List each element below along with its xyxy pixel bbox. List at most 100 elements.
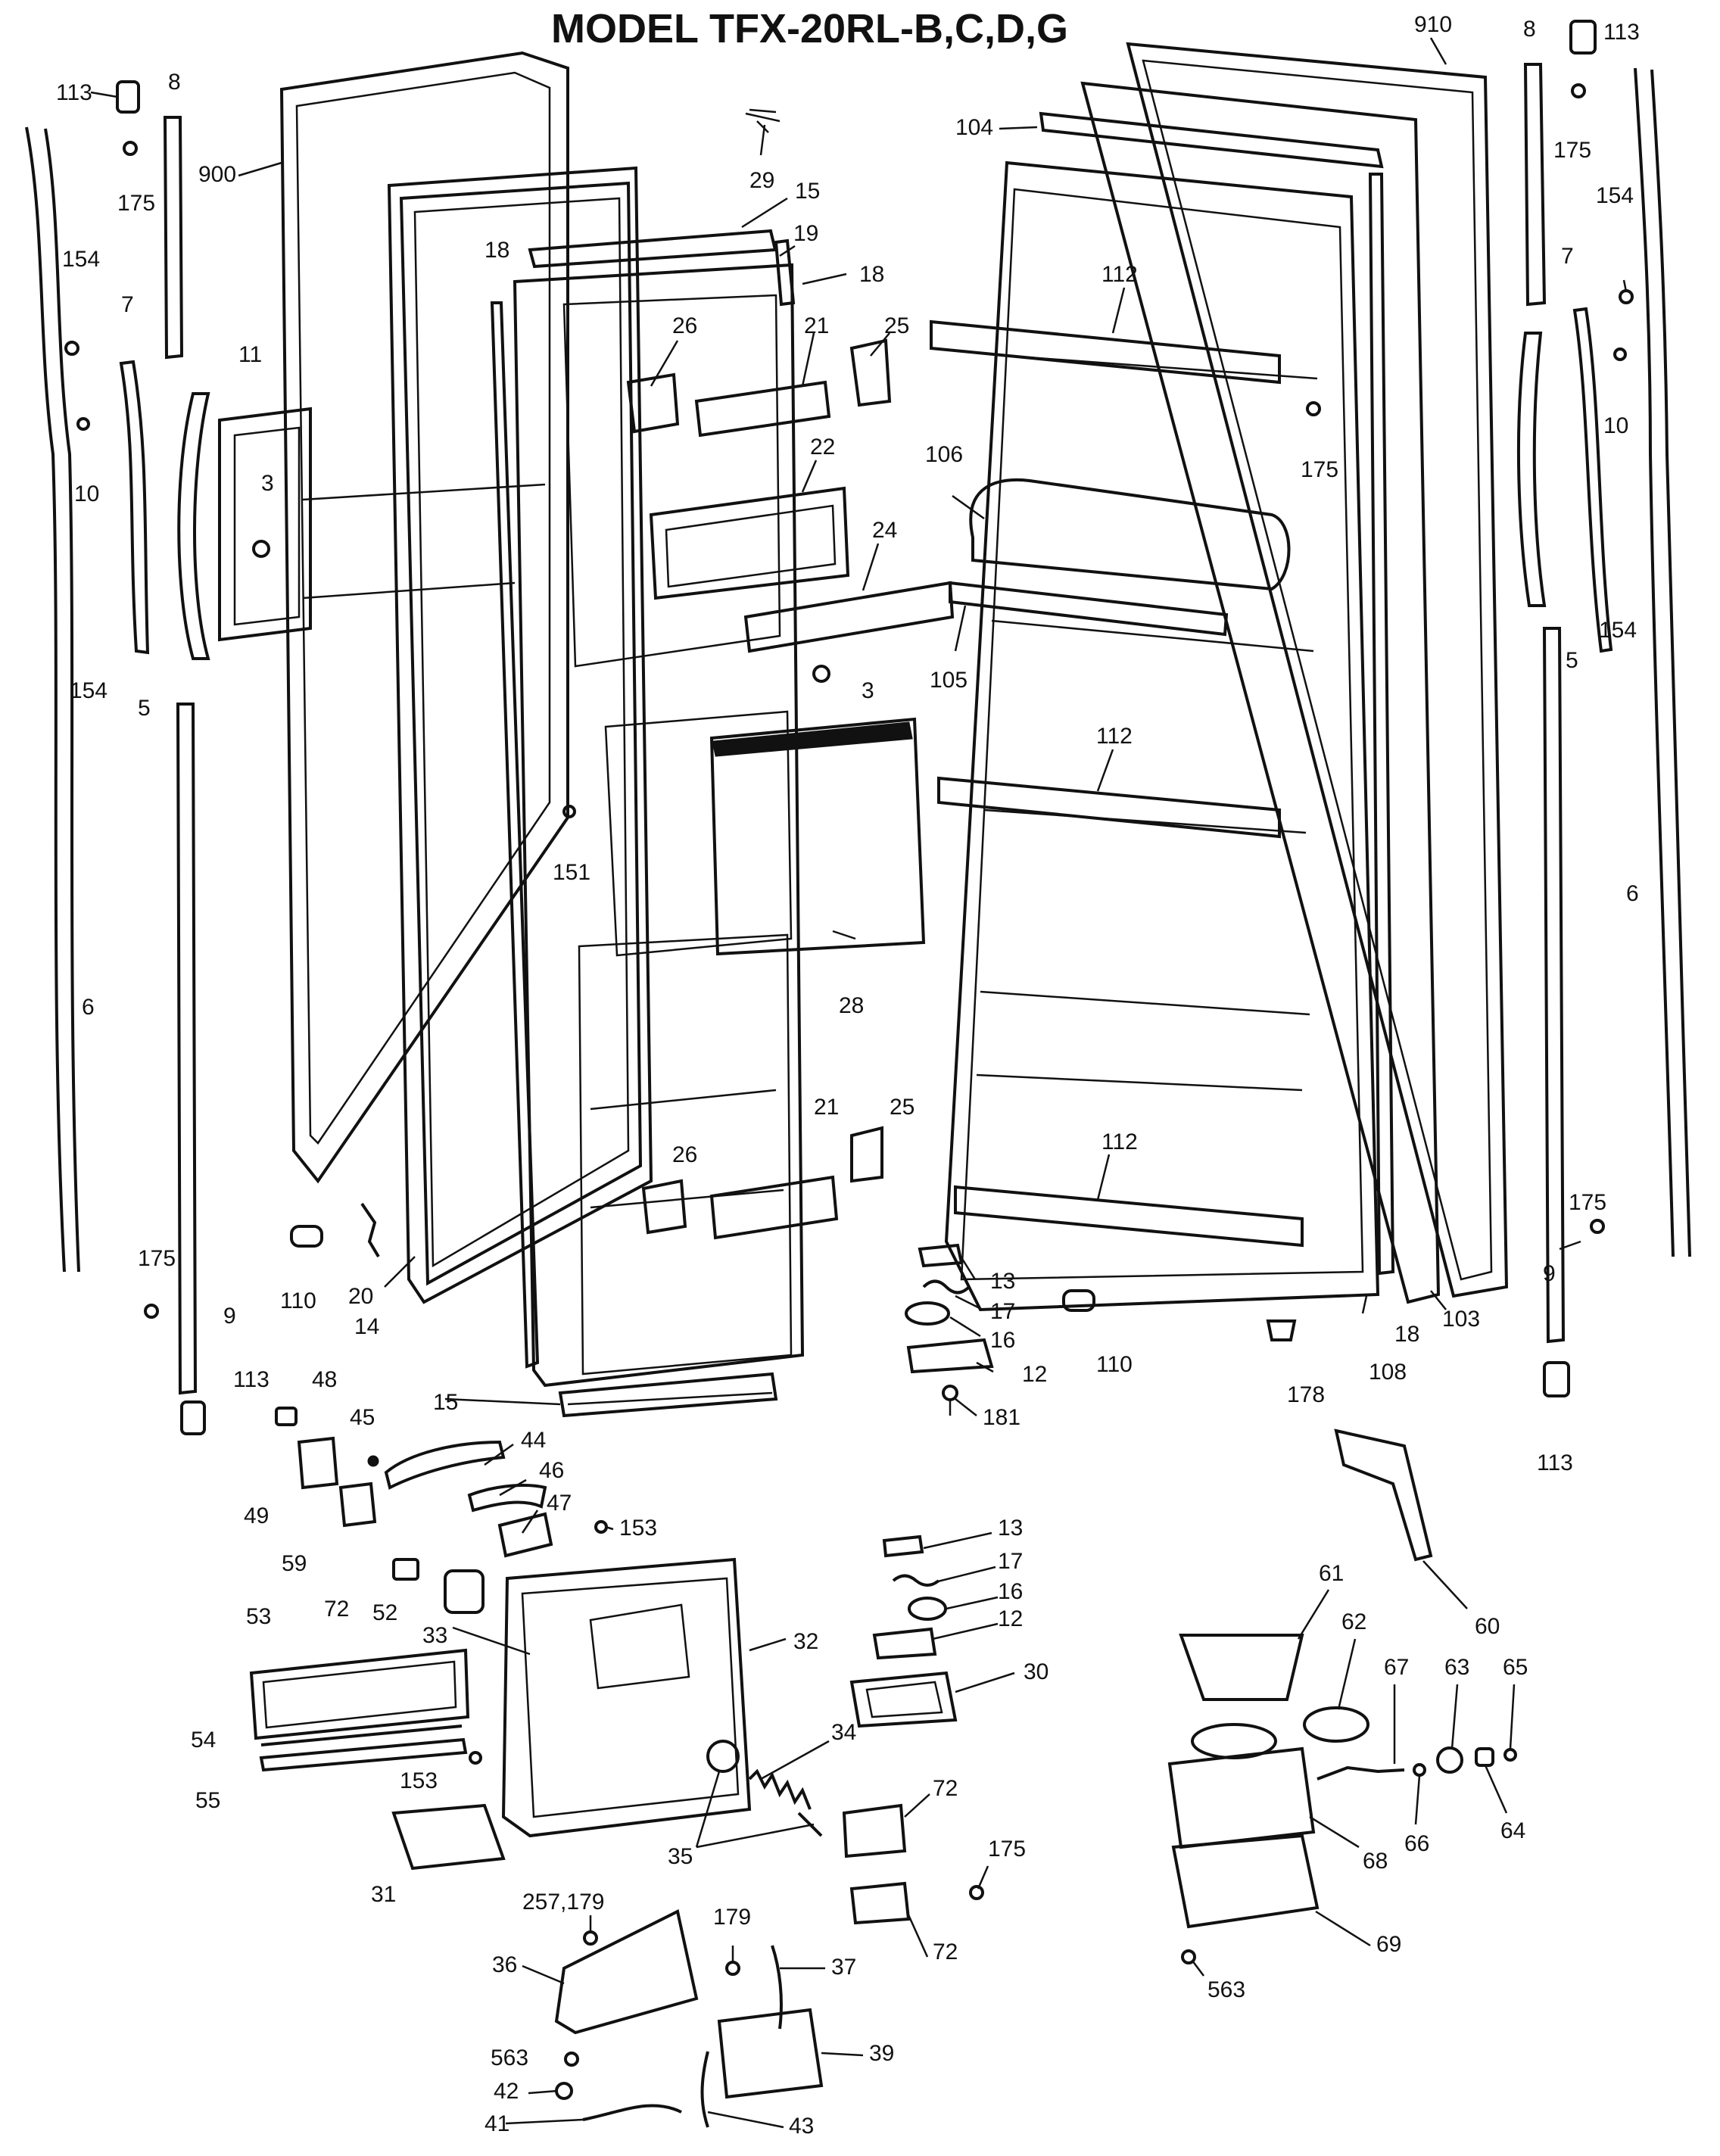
screw-175-left-top: [123, 141, 138, 156]
shelf-bracket-25-lower: [850, 1126, 883, 1183]
callout-18-mid: 18: [859, 262, 884, 287]
callout-110-right: 110: [1096, 1352, 1133, 1377]
shelf-bracket-25-upper: [849, 338, 892, 407]
callout-9-left: 9: [223, 1304, 236, 1329]
callout-46: 46: [539, 1458, 564, 1483]
callout-25-upper: 25: [884, 313, 909, 338]
wire-37: [771, 1945, 783, 2030]
handle-trim-6-right: [1634, 67, 1691, 1257]
handle-5-left: [177, 392, 210, 660]
handle-trim-9-left: [176, 703, 198, 1395]
bracket-11: [218, 407, 312, 642]
screw-154-right: [1619, 289, 1634, 304]
callout-5-left: 5: [138, 696, 151, 721]
callout-72-lower: 72: [933, 1939, 958, 1964]
motor-63: [1436, 1746, 1463, 1774]
callout-178: 178: [1287, 1382, 1325, 1407]
door-cover-28: [709, 717, 926, 956]
harness-41: [582, 2104, 682, 2121]
callout-15-bottom: 15: [433, 1390, 458, 1415]
callout-175-center: 175: [1301, 457, 1338, 482]
screw-175-right-top: [1571, 83, 1586, 98]
dispenser-strip-55: [259, 1737, 468, 1772]
callout-63: 63: [1444, 1655, 1469, 1680]
callout-112-middle: 112: [1096, 724, 1133, 749]
callout-12-upper: 12: [1022, 1362, 1047, 1387]
dispenser-panel-22: [649, 486, 850, 600]
bezel-30: [849, 1671, 958, 1728]
liner-strip-104: [1039, 111, 1384, 169]
bin-trim-105: [949, 581, 1229, 637]
bumper-110-left: [290, 1225, 323, 1248]
callout-7-left: 7: [121, 292, 134, 317]
handle-trim-8-right: [1523, 63, 1547, 307]
callout-62: 62: [1341, 1609, 1366, 1634]
callout-8-right: 8: [1523, 17, 1536, 42]
callout-30: 30: [1024, 1659, 1049, 1684]
screw-151: [562, 805, 576, 818]
callout-113-bottom-right: 113: [1537, 1450, 1573, 1475]
callout-20: 20: [348, 1284, 373, 1309]
bottom-trim-15: [558, 1372, 778, 1418]
callout-154-right-bottom: 154: [1599, 618, 1637, 643]
callout-15-top: 15: [795, 179, 820, 204]
hinge-parts-13-17-16-12-lower: [872, 1534, 947, 1660]
callout-153-lower: 153: [400, 1768, 438, 1793]
callout-9-right: 9: [1543, 1261, 1556, 1286]
callout-68: 68: [1363, 1849, 1388, 1874]
screw-45: [367, 1455, 379, 1467]
callout-175-right-bottom: 175: [1569, 1190, 1606, 1215]
screw-175-left-bottom: [144, 1304, 159, 1319]
callout-154-left-bottom: 154: [70, 678, 108, 703]
callout-910: 910: [1414, 12, 1452, 37]
plate-59: [338, 1481, 377, 1528]
callout-108: 108: [1369, 1360, 1407, 1385]
callout-113-bottom-left: 113: [233, 1367, 270, 1392]
rod-67: [1316, 1765, 1405, 1781]
callout-3-lower: 3: [862, 678, 874, 703]
cover-47: [497, 1512, 553, 1558]
bin-106: [969, 478, 1291, 591]
dispenser-trim-24: [743, 581, 955, 653]
callout-28: 28: [839, 993, 864, 1018]
callout-6-right: 6: [1626, 881, 1639, 906]
washer-66: [1413, 1763, 1426, 1777]
screw-563-right: [1181, 1949, 1196, 1964]
bracket-60: [1334, 1429, 1433, 1562]
callout-900: 900: [198, 162, 236, 187]
dispenser-frame-53: [249, 1648, 470, 1740]
callout-54: 54: [191, 1728, 216, 1753]
handle-5-right: [1516, 332, 1547, 607]
lever-44: [384, 1440, 506, 1490]
callout-113-top-left: 113: [56, 80, 92, 105]
leader-lines: [90, 37, 1628, 2129]
callout-175-left-top: 175: [117, 191, 155, 216]
callout-53: 53: [246, 1604, 271, 1629]
diagram-title: MODEL TFX-20RL-B,C,D,G: [551, 6, 1068, 51]
callout-153-upper: 153: [619, 1516, 657, 1541]
callout-64: 64: [1500, 1818, 1525, 1843]
callout-175-lower: 175: [988, 1837, 1026, 1862]
callout-52: 52: [372, 1600, 397, 1625]
callout-17-lower: 17: [998, 1549, 1023, 1574]
callout-60: 60: [1475, 1614, 1500, 1639]
shelf-bar-112-middle: [937, 776, 1281, 839]
callout-10-left: 10: [74, 481, 99, 506]
screw-175-right-bottom: [1590, 1219, 1605, 1234]
callout-72-middle: 72: [933, 1776, 958, 1801]
switch-72-lower: [849, 1881, 911, 1925]
callout-34: 34: [831, 1720, 856, 1745]
callout-25-lower: 25: [890, 1095, 915, 1120]
callout-5-right: 5: [1566, 648, 1578, 673]
dispenser-housing-32: [501, 1557, 752, 1838]
callout-563-left: 563: [491, 2045, 528, 2070]
callout-26-upper: 26: [672, 313, 697, 338]
door-trim-18-right: [1368, 173, 1395, 1276]
screw-10-right: [1613, 347, 1627, 361]
callout-112-bottom: 112: [1101, 1129, 1138, 1154]
callout-59: 59: [282, 1551, 307, 1576]
callout-151: 151: [553, 860, 590, 885]
callout-67: 67: [1384, 1655, 1409, 1680]
cap-65: [1503, 1748, 1517, 1762]
switch-72-upper: [392, 1558, 419, 1581]
